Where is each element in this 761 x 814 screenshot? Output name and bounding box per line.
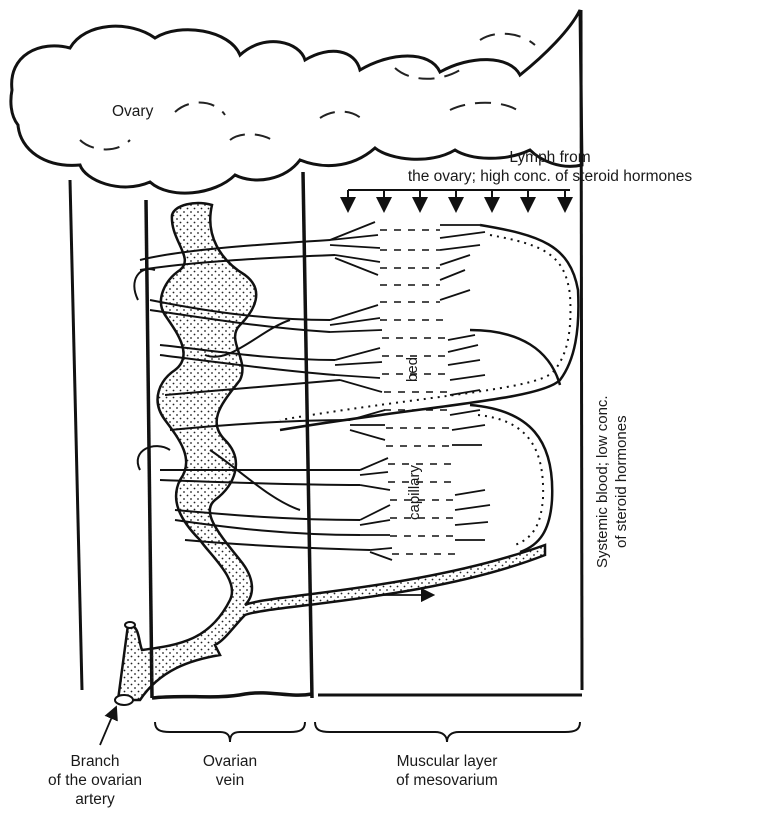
artery-label-line3: artery <box>20 790 170 809</box>
capillary-fans-right <box>440 225 490 540</box>
artery-label-line1: Branch <box>20 752 170 771</box>
systemic-label-line2: of steroid hormones <box>612 395 631 568</box>
artery-label: Branch of the ovarian artery <box>20 752 170 809</box>
systemic-blood-label: Systemic blood; low conc. of steroid hor… <box>593 395 631 568</box>
bottom-braces <box>155 722 580 742</box>
bed-label: bed <box>403 357 422 382</box>
ovary-inner-marks <box>80 34 535 150</box>
capillary-label: capillary <box>405 465 424 520</box>
artery-top-cut <box>125 622 135 628</box>
bed-label-text: bed <box>403 357 422 382</box>
vein-label: Ovarian vein <box>180 752 280 790</box>
lymph-bracket <box>348 190 570 205</box>
muscle-label-line2: of mesovarium <box>357 771 537 790</box>
capillary-label-text: capillary <box>405 465 424 520</box>
ovary-label: Ovary <box>112 102 153 121</box>
lymph-label: Lymph from the ovary; high conc. of ster… <box>340 148 760 186</box>
systemic-label-line1: Systemic blood; low conc. <box>593 395 612 568</box>
muscle-label: Muscular layer of mesovarium <box>357 752 537 790</box>
lymph-label-line1: Lymph from <box>340 148 760 167</box>
artery-cut-end <box>115 695 133 705</box>
vein-label-line2: vein <box>180 771 280 790</box>
muscle-label-line1: Muscular layer <box>357 752 537 771</box>
vein-label-line1: Ovarian <box>180 752 280 771</box>
systemic-veins <box>280 225 578 552</box>
ovary-label-text: Ovary <box>112 102 153 121</box>
artery-label-line2: of the ovarian <box>20 771 170 790</box>
lymph-label-line2: the ovary; high conc. of steroid hormone… <box>340 167 760 186</box>
capillary-fans-left <box>330 222 392 560</box>
artery-pointer-arrow <box>100 712 114 745</box>
ovarian-artery <box>118 203 545 700</box>
